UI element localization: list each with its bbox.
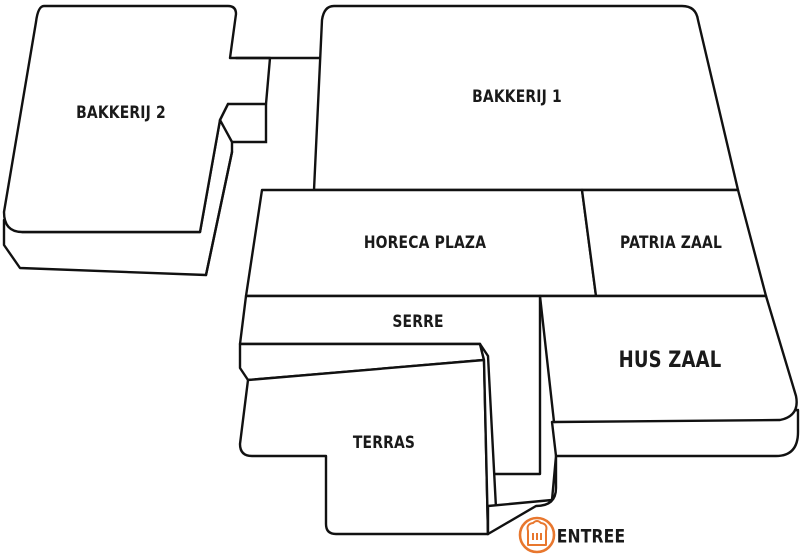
room-label-bakkerij-2: BAKKERIJ 2 bbox=[76, 103, 166, 123]
bakkerij-2-building bbox=[2, 4, 272, 277]
room-label-hus-zaal: HUS ZAAL bbox=[619, 346, 722, 372]
bakkerij-2-top bbox=[2, 4, 272, 234]
room-label-serre: SERRE bbox=[392, 312, 443, 332]
hus-zaal-block bbox=[538, 294, 798, 424]
room-label-bakkerij-1: BAKKERIJ 1 bbox=[472, 87, 562, 107]
room-label-horeca-plaza: HORECA PLAZA bbox=[364, 233, 486, 253]
hus-zaal-block-group bbox=[538, 294, 800, 458]
room-label-terras: TERRAS bbox=[353, 433, 415, 453]
terras-block bbox=[238, 358, 490, 536]
room-label-patria-zaal: PATRIA ZAAL bbox=[620, 233, 722, 253]
terras-block-group bbox=[238, 342, 558, 536]
entrance-marker[interactable]: ENTREE bbox=[518, 516, 626, 554]
bread-icon bbox=[526, 520, 548, 546]
entrance-wall bbox=[486, 454, 558, 536]
entrance-label: ENTREE bbox=[557, 526, 626, 548]
